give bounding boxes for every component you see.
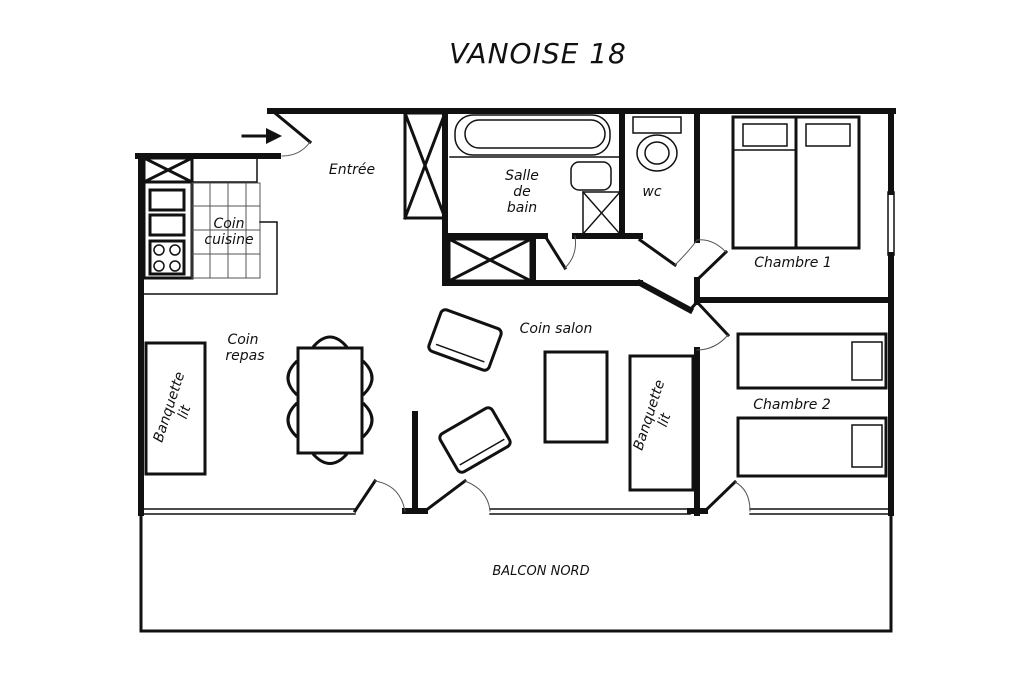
label-chambre-2: Chambre 2 bbox=[753, 397, 831, 413]
label-wc: wc bbox=[642, 184, 661, 200]
walls bbox=[135, 108, 896, 633]
label-salle-de-bain-3: bain bbox=[507, 200, 537, 216]
label-salle-de-bain-1: Salle bbox=[505, 168, 539, 184]
double-bed bbox=[731, 115, 861, 250]
label-coin-repas-1: Coin bbox=[227, 332, 258, 348]
living-furniture bbox=[144, 308, 695, 492]
label-entree: Entrée bbox=[329, 162, 375, 178]
label-balcon-nord: BALCON NORD bbox=[492, 564, 589, 579]
plan-title: VANOISE 18 bbox=[449, 37, 627, 70]
kitchen-fixtures bbox=[141, 155, 278, 295]
label-coin-cuisine-1: Coin bbox=[213, 216, 244, 232]
doors bbox=[272, 110, 751, 514]
bathroom-fixtures bbox=[449, 114, 682, 191]
label-chambre-1: Chambre 1 bbox=[754, 255, 831, 271]
label-coin-cuisine-2: cuisine bbox=[204, 232, 253, 248]
label-coin-salon: Coin salon bbox=[520, 321, 593, 337]
label-coin-repas-2: repas bbox=[225, 348, 264, 364]
label-banquette-lit-2b: lit bbox=[655, 411, 674, 429]
single-beds bbox=[736, 332, 888, 478]
entrance-arrow-icon bbox=[241, 128, 282, 144]
label-salle-de-bain-2: de bbox=[513, 184, 531, 200]
label-banquette-lit-1b: lit bbox=[175, 403, 194, 421]
